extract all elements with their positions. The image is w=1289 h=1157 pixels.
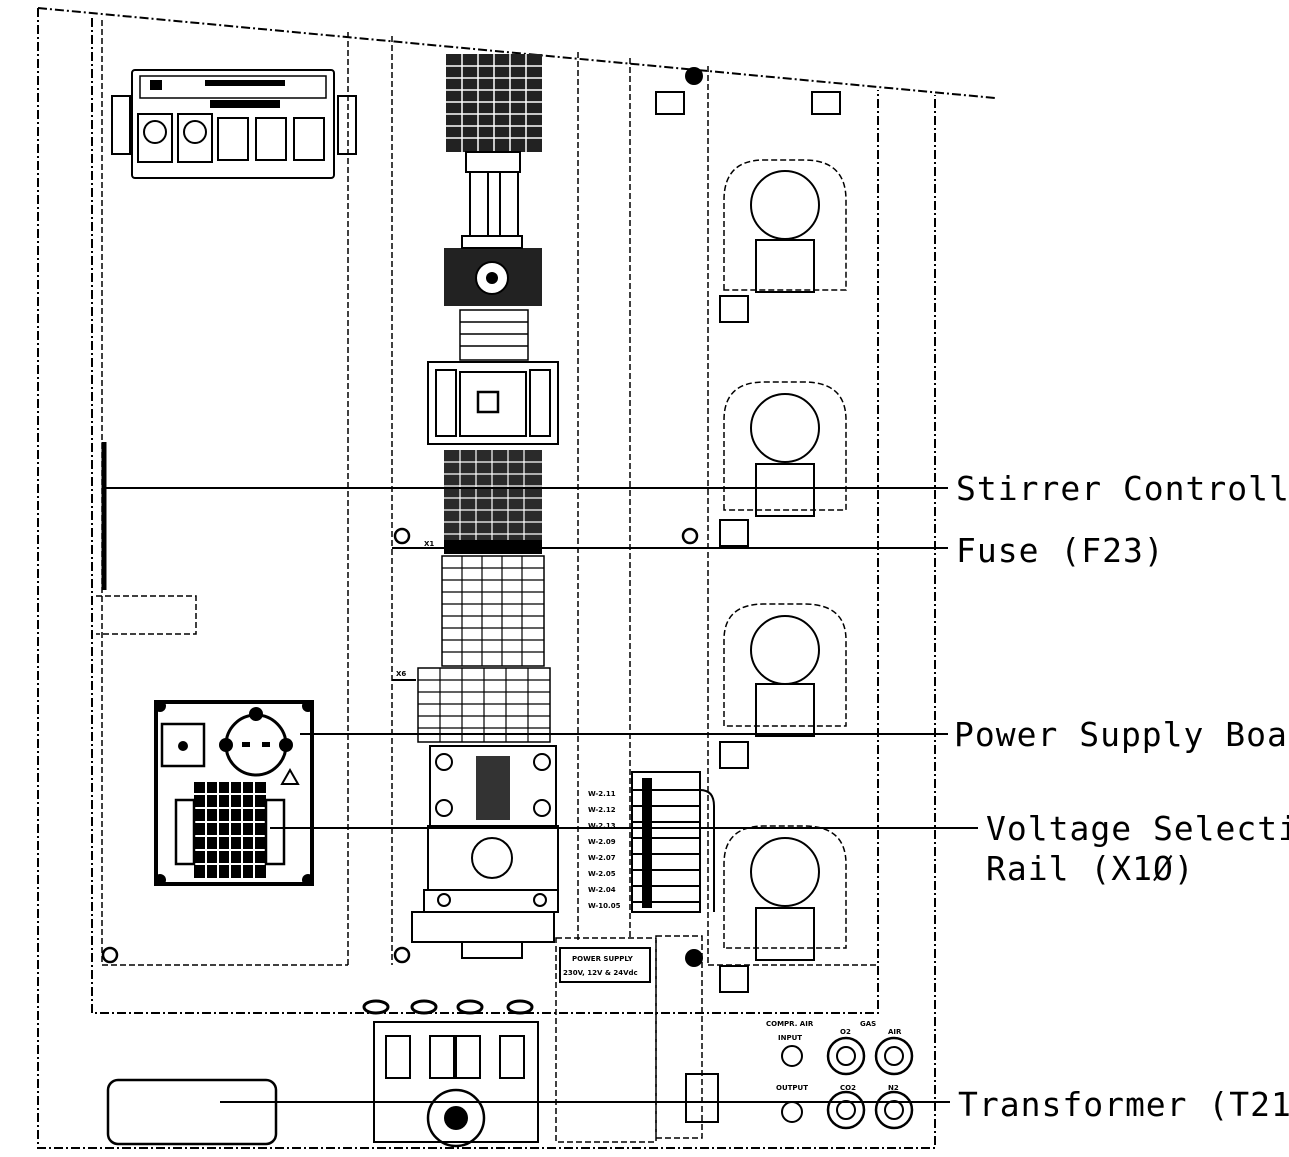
- gas-connectors: COMPR. AIR INPUT OUTPUT GAS O2 AIR CO2 N…: [766, 1020, 914, 1130]
- rail-tag: W-10.05: [588, 902, 621, 910]
- callout-voltage-selection: Voltage Selection: [986, 809, 1289, 848]
- callout-transformer: Transformer (T21): [958, 1085, 1289, 1124]
- x6-tag: X6: [396, 670, 406, 678]
- bottom-switch-panel: [373, 1021, 539, 1148]
- callout-fuse: Fuse (F23): [956, 531, 1165, 570]
- cable-duct: [655, 935, 719, 1139]
- power-supply-label: POWER SUPPLY: [572, 955, 634, 963]
- rail-tag: W-2.07: [588, 854, 616, 862]
- power-supply-rating: 230V, 12V & 24Vdc: [563, 969, 638, 977]
- x1-tag: X1: [424, 540, 434, 548]
- cabinet-enclosure: [37, 7, 996, 1149]
- rail-tag: W-2.09: [588, 838, 616, 846]
- callout-stirrer-controller: Stirrer Controller: [956, 469, 1289, 508]
- n2-label: N2: [888, 1084, 899, 1092]
- callout-power-supply-board: Power Supply Board: [954, 715, 1289, 754]
- pump-3: [719, 603, 847, 769]
- rail-tag: W-2.13: [588, 822, 616, 830]
- gas-label: GAS: [860, 1020, 876, 1028]
- mounting-screws: [101, 67, 703, 967]
- transformer-housing: [106, 1078, 278, 1146]
- rail-tags: W-2.11 W-2.12 W-2.13 W-2.09 W-2.07 W-2.0…: [588, 790, 621, 910]
- pump-2: [719, 381, 847, 547]
- voltage-selection-rail: W-2.11 W-2.12 W-2.13 W-2.09 W-2.07 W-2.0…: [588, 771, 715, 913]
- controller-board: [111, 69, 357, 179]
- input-label: INPUT: [778, 1034, 802, 1042]
- rail-tag: W-2.04: [588, 886, 616, 894]
- rail-tag: W-2.05: [588, 870, 616, 878]
- output-label: OUTPUT: [776, 1084, 808, 1092]
- din-rail-column: [411, 54, 559, 959]
- o2-label: O2: [840, 1028, 851, 1036]
- pump-1: [655, 91, 847, 323]
- rail-tag: W-2.12: [588, 806, 616, 814]
- compr-air-label: COMPR. AIR: [766, 1020, 814, 1028]
- dc-power-supply: POWER SUPPLY 230V, 12V & 24Vdc: [555, 937, 657, 1143]
- leader-lines: [104, 487, 978, 1103]
- cable-glands: [362, 999, 534, 1015]
- callout-rail-x10: Rail (X1Ø): [986, 849, 1195, 888]
- pump-4: [719, 825, 847, 993]
- co2-label: CO2: [840, 1084, 856, 1092]
- power-supply-board: [154, 700, 314, 886]
- rail-tag: W-2.11: [588, 790, 616, 798]
- air-label: AIR: [888, 1028, 902, 1036]
- cable-bracket: [96, 442, 197, 635]
